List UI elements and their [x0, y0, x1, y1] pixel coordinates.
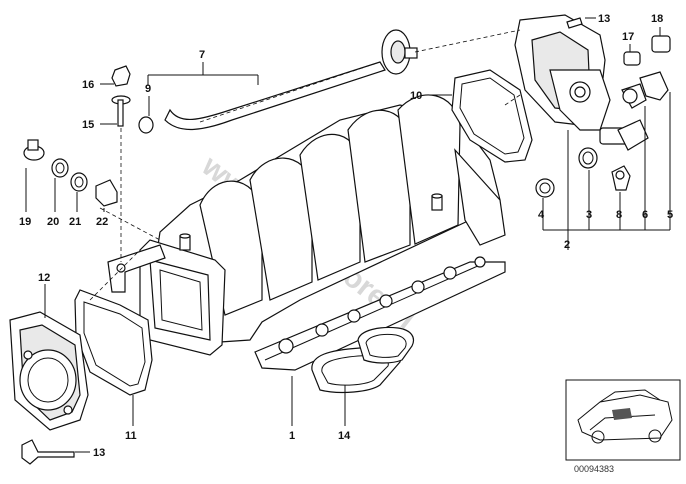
callout-22: 22 — [96, 216, 108, 228]
intake-manifold — [107, 94, 506, 371]
callout-7: 7 — [199, 49, 205, 61]
car-thumbnail-icon — [565, 379, 681, 461]
leader-lines — [25, 17, 671, 453]
screw-13-top — [566, 17, 583, 29]
sleeve-17 — [623, 51, 641, 66]
callout-5: 5 — [667, 209, 673, 221]
resonator-housing — [514, 14, 649, 151]
callout-17: 17 — [622, 31, 634, 43]
callout-8: 8 — [616, 209, 622, 221]
callout-10: 10 — [410, 90, 422, 102]
seal-ring-4 — [535, 178, 555, 198]
sleeve-18 — [651, 35, 671, 53]
callout-3: 3 — [586, 209, 592, 221]
elbow-5 — [639, 71, 669, 101]
o-ring-9 — [138, 116, 154, 134]
callout-20: 20 — [47, 216, 59, 228]
drawing-code: 00094383 — [574, 464, 614, 474]
callout-2: 2 — [564, 239, 570, 251]
callout-21: 21 — [69, 216, 81, 228]
bolt-13-bottom — [21, 439, 75, 465]
callout-16: 16 — [82, 79, 94, 91]
callout-18: 18 — [651, 13, 663, 25]
callout-13-top: 13 — [598, 13, 610, 25]
callout-12: 12 — [38, 272, 50, 284]
callout-19: 19 — [19, 216, 31, 228]
gaskets-14 — [311, 326, 415, 394]
callout-13-bottom: 13 — [93, 447, 105, 459]
throttle-body-12 — [9, 311, 89, 431]
callout-15: 15 — [82, 119, 94, 131]
callout-14: 14 — [338, 430, 351, 442]
seal-ring-3 — [578, 147, 598, 169]
callout-11: 11 — [125, 430, 137, 442]
callout-6: 6 — [642, 209, 648, 221]
callout-9: 9 — [145, 83, 151, 95]
callouts: 1 2 3 4 5 6 7 8 9 10 11 12 13 13 14 15 1… — [19, 13, 673, 459]
left-fasteners — [23, 65, 131, 207]
callout-4: 4 — [538, 209, 545, 221]
callout-1: 1 — [289, 430, 295, 442]
